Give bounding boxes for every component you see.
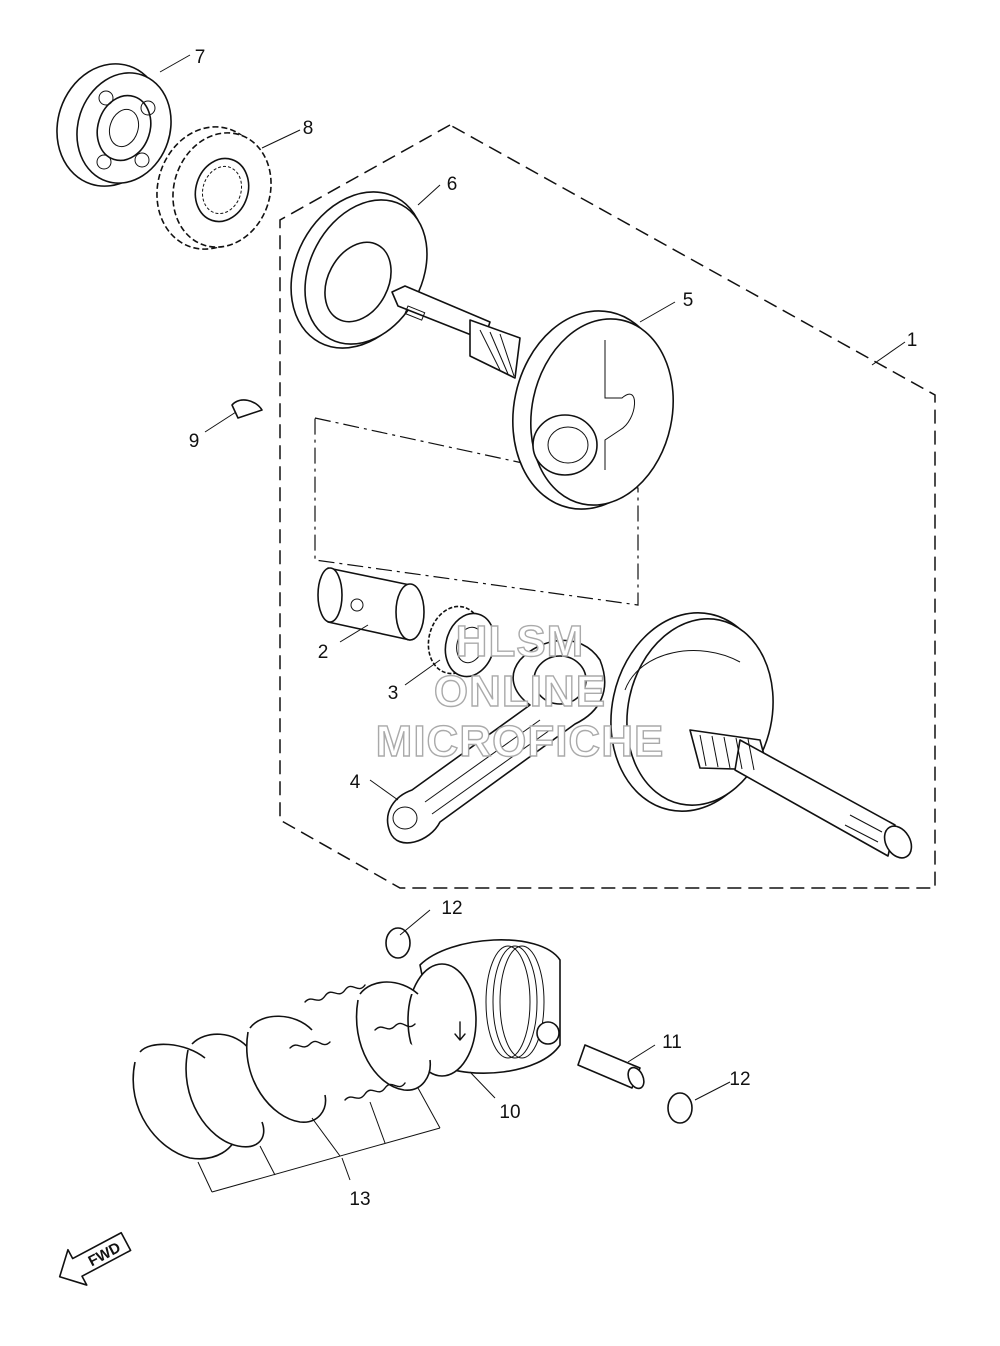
bearing-part-7 <box>56 63 172 187</box>
gear-part-8 <box>156 126 272 250</box>
forward-direction-arrow: FWD <box>58 1231 132 1286</box>
callout-12-upper: 12 <box>441 898 462 919</box>
callout-8: 8 <box>303 118 314 139</box>
callout-4: 4 <box>350 772 361 793</box>
leader-lines <box>159 54 906 1193</box>
callout-7: 7 <box>195 47 206 68</box>
watermark-line-1: HLSM <box>456 617 585 666</box>
plate-part-6 <box>290 191 428 349</box>
crankshaft-assembly-boundary <box>279 124 936 889</box>
callout-5: 5 <box>683 290 694 311</box>
key-part-9 <box>231 399 263 419</box>
watermark-line-3: MICROFICHE <box>376 717 665 766</box>
lower-crank-web <box>610 612 774 812</box>
callout-6: 6 <box>447 174 458 195</box>
callout-9: 9 <box>189 431 200 452</box>
crank-pin-part-2 <box>317 567 425 641</box>
watermark-line-2: ONLINE <box>434 667 606 716</box>
connecting-rod-part-4 <box>386 639 606 844</box>
conrod-subgroup-boundary <box>314 417 639 606</box>
piston-pin-clip-lower <box>667 1092 693 1124</box>
crank-web-part-5 <box>512 310 675 510</box>
callout-2: 2 <box>318 642 329 663</box>
needle-bearing-part-3 <box>427 605 496 678</box>
callout-11: 11 <box>662 1032 682 1053</box>
piston-part-10 <box>407 939 561 1077</box>
lower-crank-shaft <box>689 729 913 859</box>
piston-pin-part-11 <box>577 1044 645 1090</box>
callout-13: 13 <box>349 1189 370 1210</box>
watermark: HLSM ONLINE MICROFICHE <box>375 616 665 766</box>
callout-10: 10 <box>499 1102 520 1123</box>
callout-3: 3 <box>388 683 399 704</box>
piston-pin-clip-upper <box>385 927 411 959</box>
callout-1: 1 <box>907 330 918 351</box>
callout-12-lower: 12 <box>729 1069 750 1090</box>
piston-ring-set-part-13 <box>132 981 431 1160</box>
upper-crank-shaft <box>391 285 521 379</box>
